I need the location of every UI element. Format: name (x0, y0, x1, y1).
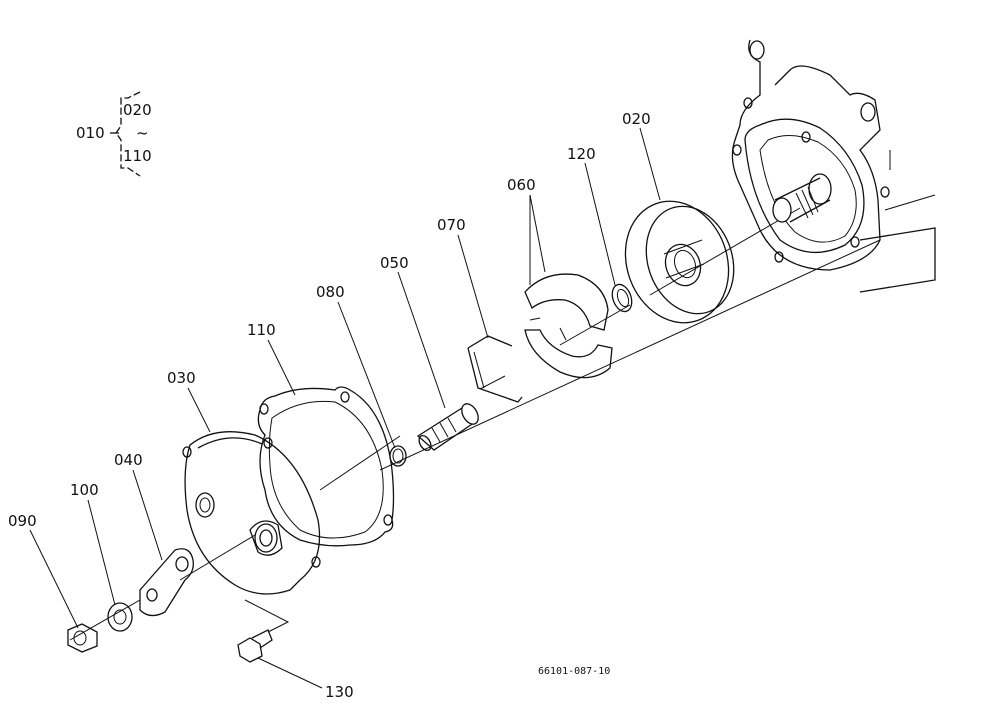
drawing-code: 66101-087-10 (538, 666, 610, 677)
transmission-housing (731, 39, 936, 293)
label-030: 030 (167, 369, 196, 387)
brake-cover (182, 431, 321, 595)
legend-range-tilde: ~ (136, 124, 149, 142)
return-spring (467, 335, 523, 403)
leader-lines (29, 127, 661, 689)
hex-nut (67, 623, 98, 653)
label-090: 090 (8, 512, 37, 530)
label-050: 050 (380, 254, 409, 272)
washer (107, 602, 133, 632)
label-070: 070 (437, 216, 466, 234)
assembly-legend: 010 020 ~ 110 (76, 91, 152, 177)
label-040: 040 (114, 451, 143, 469)
label-110: 110 (247, 321, 276, 339)
label-080: 080 (316, 283, 345, 301)
brake-cam (416, 403, 480, 452)
label-100: 100 (70, 481, 99, 499)
label-020: 020 (622, 110, 651, 128)
legend-range-end: 110 (123, 147, 152, 165)
brake-lever (139, 548, 194, 617)
legend-range-start: 020 (123, 101, 152, 119)
part-labels: 020 120 060 070 050 080 110 030 040 100 … (8, 110, 651, 701)
snap-ring (611, 283, 633, 313)
bolt (237, 599, 290, 663)
brake-shoes (524, 273, 613, 379)
o-ring (389, 445, 407, 467)
label-060: 060 (507, 176, 536, 194)
label-120: 120 (567, 145, 596, 163)
legend-assembly-number: 010 (76, 124, 105, 142)
label-130: 130 (325, 683, 354, 701)
brake-drum (624, 200, 735, 324)
gasket (257, 386, 395, 547)
